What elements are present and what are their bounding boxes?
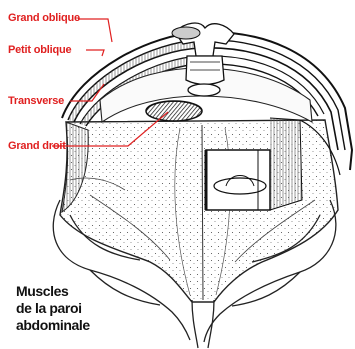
caption-line-1: Muscles bbox=[16, 283, 90, 300]
figure-caption: Muscles de la paroi abdominale bbox=[16, 283, 90, 334]
label-grand-droit: Grand droit bbox=[8, 140, 66, 152]
label-petit-oblique: Petit oblique bbox=[8, 44, 71, 56]
label-grand-oblique: Grand oblique bbox=[8, 12, 80, 24]
caption-line-3: abdominale bbox=[16, 317, 90, 334]
label-transverse: Transverse bbox=[8, 95, 64, 107]
leader-petit-oblique bbox=[86, 50, 104, 56]
caption-line-2: de la paroi bbox=[16, 300, 90, 317]
leader-grand-oblique bbox=[78, 19, 112, 42]
